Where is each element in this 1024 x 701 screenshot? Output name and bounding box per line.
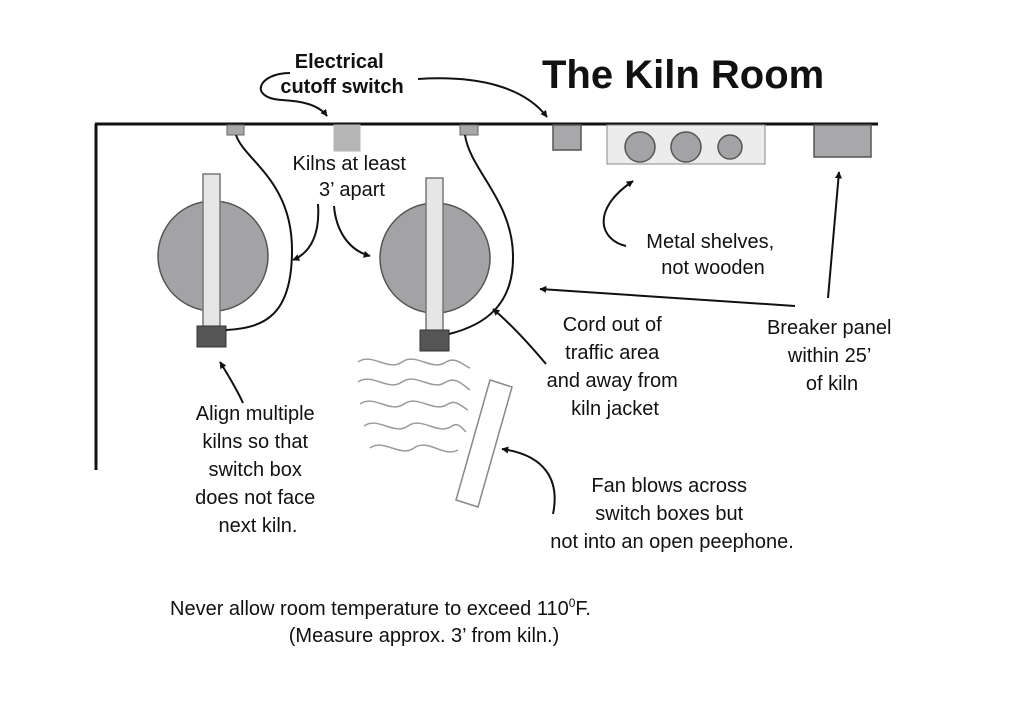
air-wave xyxy=(369,444,459,453)
label-cord: Cord out of traffic area and away from k… xyxy=(547,314,684,420)
label-line: kilns so that xyxy=(202,431,308,453)
label-line: Breaker panel xyxy=(767,317,892,339)
arrow-breaker-to-kiln xyxy=(539,285,796,307)
kiln-switch-box xyxy=(196,325,227,348)
shelf-item xyxy=(624,131,656,163)
kiln-cord xyxy=(225,134,294,331)
outlet-middle xyxy=(459,124,479,136)
footer-superscript: 0 xyxy=(569,596,576,610)
label-line: Cord out of xyxy=(563,314,662,336)
shelf-item xyxy=(670,131,702,163)
kiln-lid-stripe xyxy=(202,173,221,329)
label-line: kiln jacket xyxy=(571,398,659,420)
footer-measure: (Measure approx. 3’ from kiln.) xyxy=(289,625,559,647)
kiln-middle xyxy=(379,134,515,352)
label-kilns-apart: Kilns at least 3’ apart xyxy=(293,153,412,201)
label-line: Fan blows across xyxy=(591,475,747,497)
label-fan: Fan blows across switch boxes but not in… xyxy=(550,475,794,553)
metal-shelves xyxy=(606,124,766,165)
arrow-apart-left xyxy=(292,203,320,261)
label-line: Kilns at least xyxy=(293,153,407,175)
air-wave xyxy=(357,378,471,391)
label-line: 3’ apart xyxy=(319,179,385,201)
label-align-kilns: Align multiple kilns so that switch box … xyxy=(195,403,321,537)
fan-body xyxy=(455,379,513,508)
kiln-left xyxy=(157,134,294,348)
label-line: next kiln. xyxy=(219,515,298,537)
label-line: cutoff switch xyxy=(280,76,403,98)
label-line: not wooden xyxy=(661,257,764,279)
air-waves xyxy=(357,358,471,453)
label-line: Electrical xyxy=(295,51,384,73)
label-breaker-panel: Breaker panel within 25’ of kiln xyxy=(767,317,897,395)
label-metal-shelves: Metal shelves, not wooden xyxy=(646,231,779,279)
label-line: traffic area xyxy=(565,342,660,364)
footer-temperature: Never allow room temperature to exceed 1… xyxy=(170,596,591,620)
shelf-item xyxy=(717,134,743,160)
diagram-title: The Kiln Room xyxy=(542,53,824,97)
fan xyxy=(357,358,513,508)
kiln-lid-stripe xyxy=(425,177,444,333)
arrow-cutoff-to-switch xyxy=(259,72,328,117)
label-line: of kiln xyxy=(806,373,858,395)
outlet-left xyxy=(226,124,245,136)
footer-text: Never allow room temperature to exceed 1… xyxy=(170,598,569,620)
label-line: Metal shelves, xyxy=(646,231,774,253)
label-line: within 25’ xyxy=(787,345,871,367)
label-line: does not face xyxy=(195,487,315,509)
label-line: switch box xyxy=(209,459,302,481)
arrow-align xyxy=(219,361,244,404)
label-line: switch boxes but xyxy=(595,503,743,525)
arrow-shelves xyxy=(602,180,634,247)
arrow-cord xyxy=(492,308,547,365)
arrow-breaker-to-panel xyxy=(827,171,842,299)
room-walls xyxy=(94,122,878,470)
kiln-cord xyxy=(448,134,515,335)
label-line: not into an open peephone. xyxy=(550,531,794,553)
air-wave xyxy=(359,400,469,411)
callout-arrows xyxy=(219,72,842,515)
air-wave xyxy=(363,422,467,433)
kiln-switch-box xyxy=(419,329,450,352)
air-wave xyxy=(357,358,471,369)
label-line: Align multiple xyxy=(196,403,315,425)
electrical-cutoff-switch xyxy=(333,124,361,152)
label-electrical-cutoff: Electrical cutoff switch xyxy=(280,51,403,98)
arrow-cutoff-to-wallbox xyxy=(417,77,548,118)
breaker-panel xyxy=(813,124,872,158)
wall-switch-box xyxy=(552,124,582,151)
footer-text: F. xyxy=(575,598,591,620)
arrow-apart-right xyxy=(333,205,371,258)
arrow-fan xyxy=(501,446,556,515)
label-line: and away from xyxy=(547,370,678,392)
